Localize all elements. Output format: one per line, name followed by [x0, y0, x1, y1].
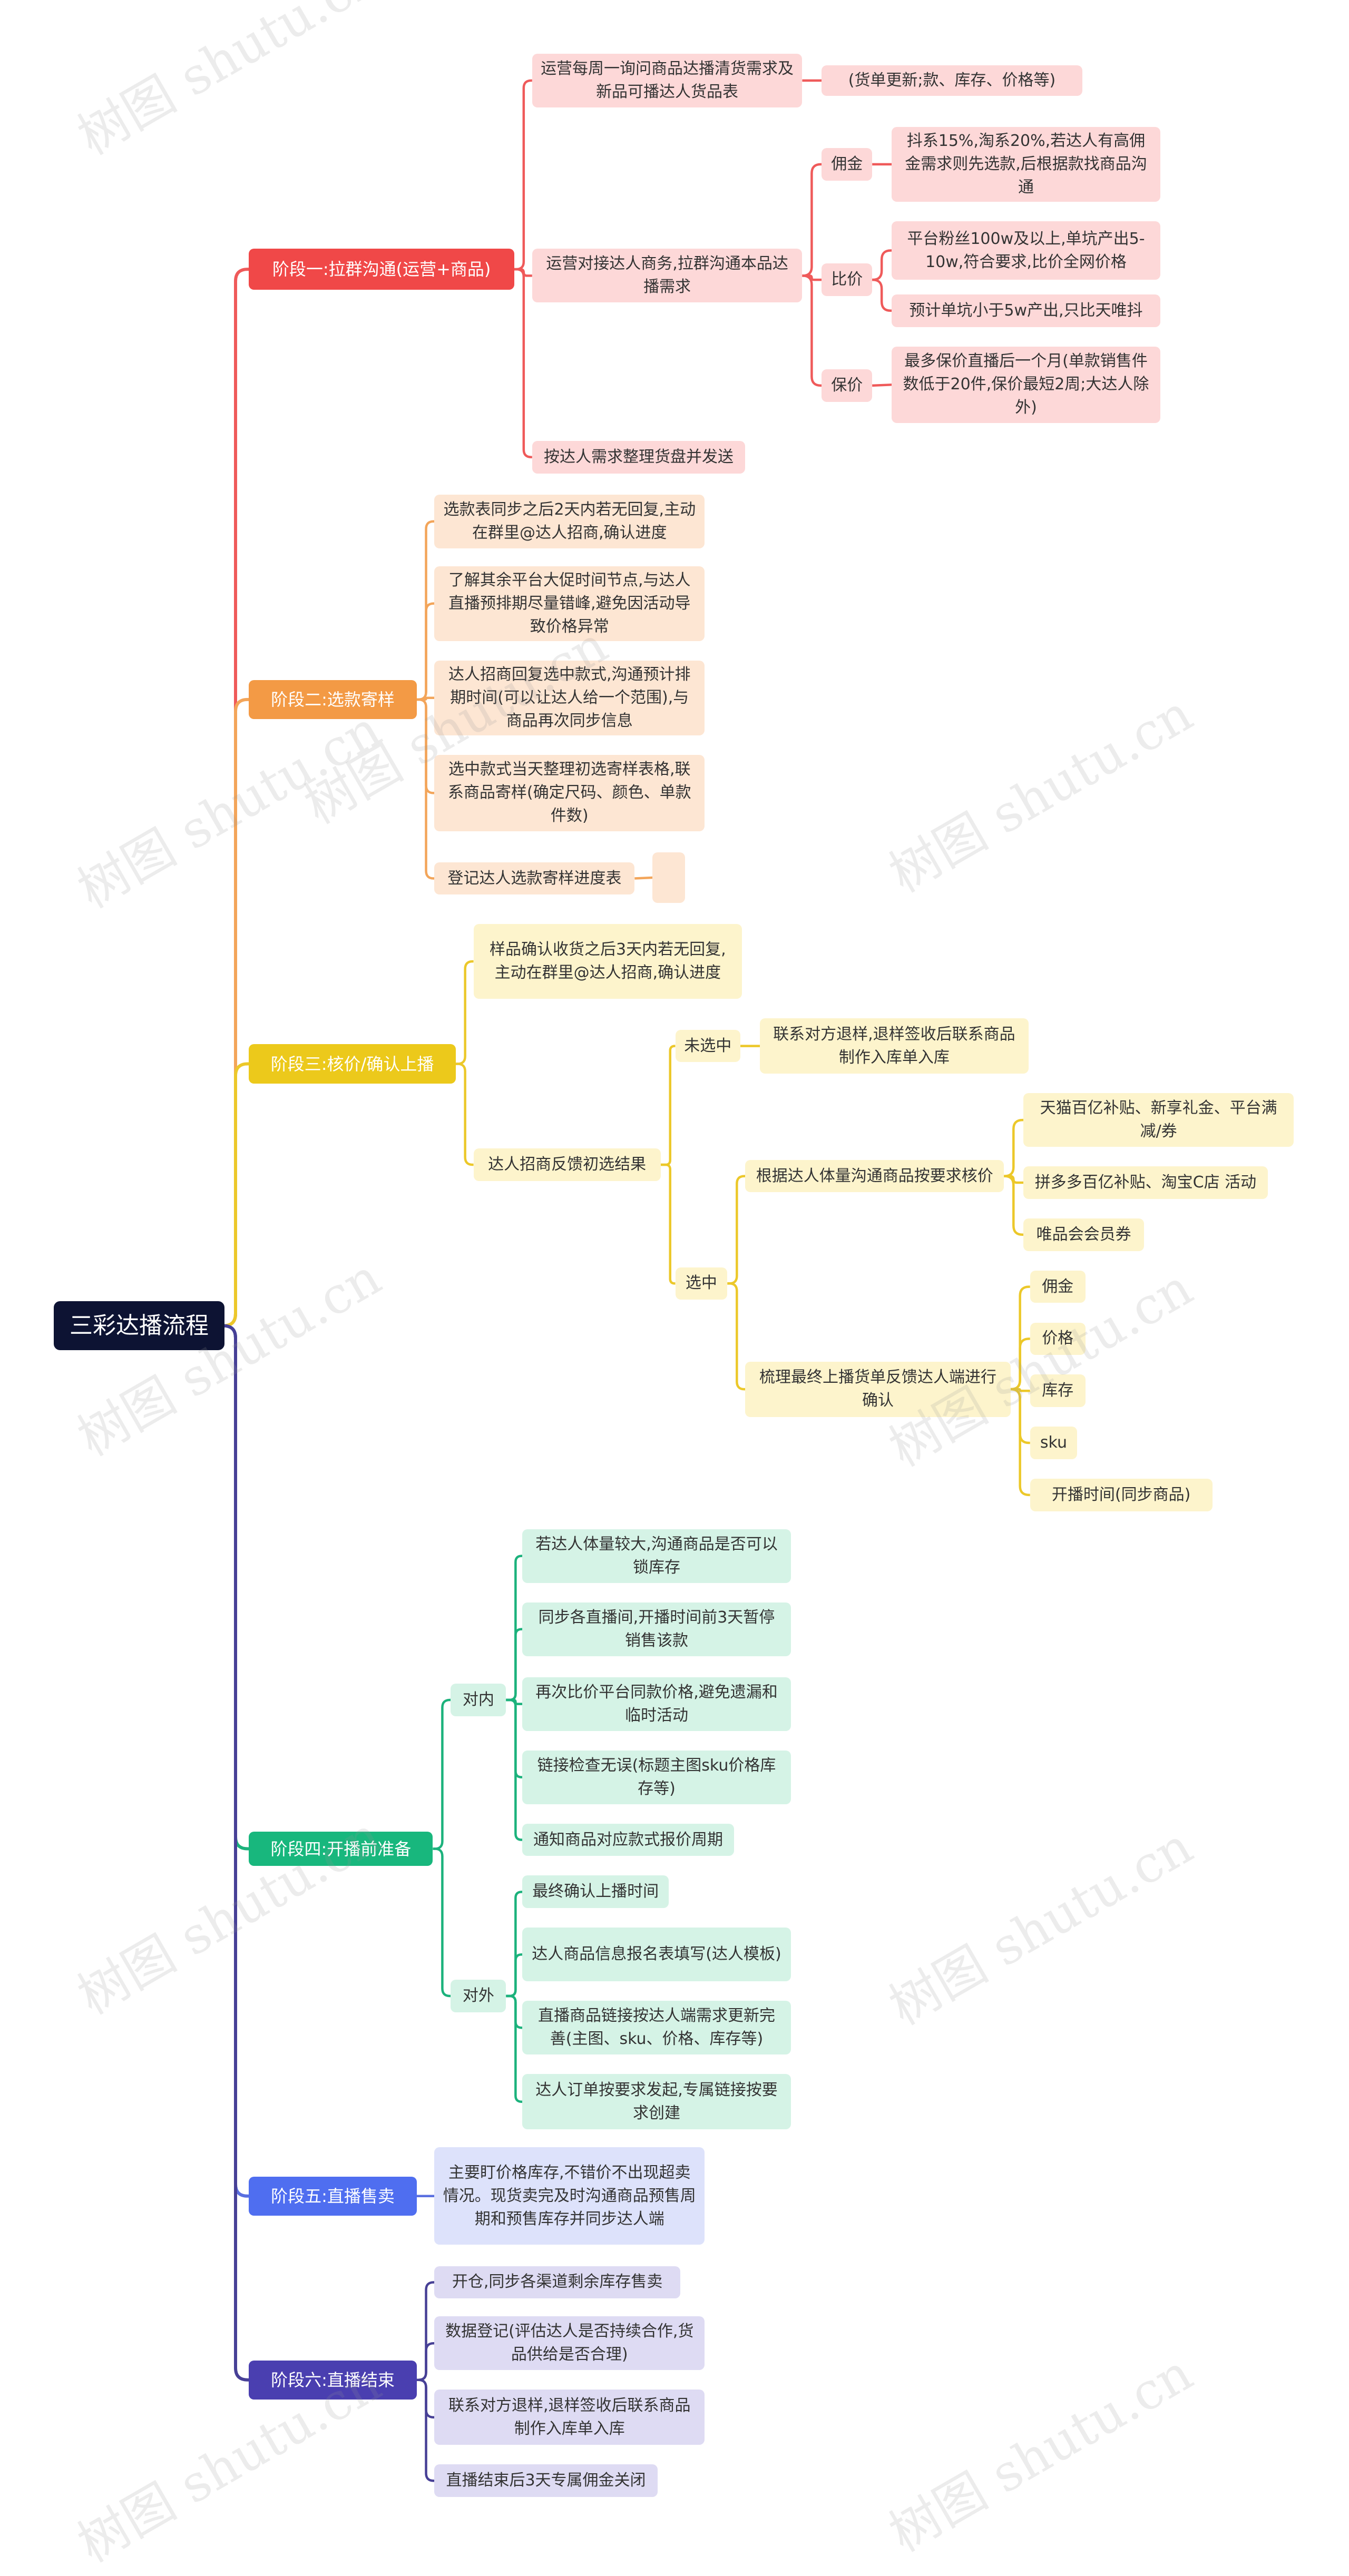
- stage-4-item: 直播商品链接按达人端需求更新完善(主图、sku、价格、库存等): [522, 2001, 791, 2055]
- commission-label: 佣金: [822, 148, 873, 181]
- stage-6-node: 阶段六:直播结束: [249, 2360, 417, 2400]
- connector-s3x2-s3x2b: [1010, 1338, 1030, 1391]
- connector-s4n-s4n2: [506, 1628, 523, 1702]
- connector-s1-s1c: [514, 268, 532, 458]
- stage-4-node: 阶段四:开播前准备: [249, 1832, 433, 1866]
- connector-s3x-s3x1: [727, 1175, 746, 1285]
- connector-s1bj-s1bj1: [872, 249, 892, 281]
- connector-s4o-s4o3: [506, 1994, 523, 2029]
- connector-s2-s2c: [416, 696, 435, 701]
- stage-3-subitem: 根据达人体量沟通商品按要求核价: [745, 1159, 1004, 1193]
- stage-2-subitem: [652, 852, 686, 903]
- connector-s6-s6b: [416, 2342, 435, 2381]
- connector-s1b-s1yj: [802, 163, 822, 277]
- stage-2-item: 登记达人选款寄样进度表: [434, 862, 635, 895]
- stage-1-node: 阶段一:拉群沟通(运营+商品): [249, 249, 514, 290]
- stage-3-detail: 唯品会会员券: [1023, 1218, 1144, 1251]
- stage-6-item: 开仓,同步各渠道剩余库存售卖: [434, 2266, 680, 2299]
- stage-6-item: 直播结束后3天专属佣金关闭: [434, 2464, 658, 2498]
- connector-s3x1-s3x1b: [1004, 1175, 1024, 1184]
- connector-s3-s3b: [455, 1063, 474, 1166]
- stage-2-item: 选款表同步之后2天内若无回复,主动在群里@达人招商,确认进度: [434, 494, 705, 548]
- stage-2-node: 阶段二:选款寄样: [249, 680, 417, 719]
- stage-6-item: 数据登记(评估达人是否持续合作,货品供给是否合理): [434, 2316, 705, 2371]
- stage-5-node: 阶段五:直播售卖: [249, 2176, 417, 2216]
- stage-1-subitem: (货单更新;款、库存、价格等): [822, 65, 1082, 96]
- internal-label: 对内: [451, 1684, 506, 1716]
- connector-s4n-s4n5: [506, 1698, 523, 1841]
- stage-3-item: 样品确认收货之后3天内若无回复,主动在群里@达人招商,确认进度: [473, 923, 742, 999]
- stage-3-node: 阶段三:核价/确认上播: [249, 1044, 456, 1084]
- connector-s4n-s4n1: [506, 1555, 523, 1702]
- stage-4-item: 达人商品信息报名表填写(达人模板): [522, 1928, 791, 1982]
- connector-s3x1-s3x1c: [1004, 1175, 1024, 1236]
- connector-s1bja-s1bja1: [872, 384, 892, 387]
- stage-6-item: 联系对方退样,退样签收后联系商品制作入库单入库: [434, 2390, 705, 2445]
- stage-1-subitem: 预计单坑小于5w产出,只比天唯抖: [892, 294, 1160, 327]
- connector-s3x2-s3x2e: [1010, 1388, 1030, 1497]
- stage-2-item: 达人招商回复选中款式,沟通预计排期时间(可以让达人给一个范围),与商品再次同步信…: [434, 660, 705, 735]
- connector-s4o-s4o1: [506, 1891, 523, 1998]
- stage-3-detail: 佣金: [1030, 1270, 1086, 1303]
- stage-3-detail: 天猫百亿补贴、新享礼金、平台满减/券: [1023, 1093, 1294, 1147]
- connector-s3x2-s3x2c: [1010, 1388, 1030, 1392]
- stage-3-subitem: 联系对方退样,退样签收后联系商品制作入库单入库: [760, 1018, 1029, 1074]
- connector-s4-s4n: [433, 1698, 451, 1850]
- connector-s2-s2e: [416, 698, 435, 880]
- connector-s3x1-s3x1a: [1004, 1118, 1024, 1177]
- stage-2-item: 选中款式当天整理初选寄样表格,联系商品寄样(确定尺码、颜色、单款件数): [434, 754, 705, 831]
- stage-3-subitem: 梳理最终上播货单反馈达人端进行确认: [745, 1361, 1011, 1417]
- connector-root-s3: [223, 1062, 249, 1328]
- external-label: 对外: [451, 1980, 506, 2012]
- stage-4-item: 最终确认上播时间: [522, 1875, 669, 1909]
- connector-s1b-s1bj: [802, 274, 822, 281]
- stage-3-detail: 拼多多百亿补贴、淘宝C店 活动: [1023, 1166, 1268, 1199]
- stage-4-item: 通知商品对应款式报价周期: [522, 1823, 734, 1856]
- selected-label: 选中: [675, 1267, 728, 1300]
- stage-1-item: 运营对接达人商务,拉群沟通本品达播需求: [532, 249, 803, 303]
- connector-s1b-s1bja: [802, 274, 822, 387]
- stage-3-item: 达人招商反馈初选结果: [473, 1148, 661, 1181]
- stage-1-subitem: 平台粉丝100w及以上,单坑产出5-10w,符合要求,比价全网价格: [892, 221, 1160, 280]
- price-protect-label: 保价: [822, 369, 873, 402]
- connector-s2e-s2e1: [634, 876, 653, 880]
- connector-s2-s2b: [416, 602, 435, 701]
- not-selected-label: 未选中: [675, 1029, 741, 1063]
- connector-s3b-s3x: [660, 1163, 676, 1285]
- stage-1-subitem: 最多保价直播后一个月(单款销售件数低于20件,保价最短2周;大达人除外): [892, 346, 1160, 423]
- stage-1-subitem: 抖系15%,淘系20%,若达人有高佣金需求则先选款,后根据款找商品沟通: [892, 126, 1160, 202]
- connector-s4o-s4o4: [506, 1994, 523, 2103]
- connector-s3-s3a: [455, 960, 474, 1065]
- connector-s4n-s4n4: [506, 1698, 523, 1778]
- stage-4-item: 再次比价平台同款价格,避免遗漏和临时活动: [522, 1677, 791, 1731]
- stage-1-item: 按达人需求整理货盘并发送: [532, 440, 746, 474]
- connector-s1-s1a: [514, 79, 532, 271]
- connector-s3x-s3x2: [727, 1282, 746, 1391]
- stage-3-detail: 价格: [1030, 1322, 1086, 1355]
- connector-s6-s6d: [416, 2378, 435, 2482]
- connector-s1bj-s1bj2: [872, 278, 892, 312]
- stage-3-detail: 库存: [1030, 1374, 1086, 1408]
- connector-s4-s4o: [433, 1847, 451, 1998]
- connector-s4o-s4o2: [506, 1953, 523, 1998]
- stage-4-item: 若达人体量较大,沟通商品是否可以锁库存: [522, 1529, 791, 1583]
- connector-root-s6: [223, 1324, 249, 2382]
- stage-1-item: 运营每周一询问商品达播清货需求及新品可播达人货品表: [532, 53, 803, 107]
- connector-s3b-s3w: [660, 1045, 676, 1166]
- stage-3-detail: sku: [1030, 1427, 1078, 1459]
- stage-2-item: 了解其余平台大促时间节点,与达人直播预排期尽量错峰,避免因活动导致价格异常: [434, 566, 705, 641]
- stage-5-item: 主要盯价格库存,不错价不出现超卖情况。现货卖完及时沟通商品预售周期和预售库存并同…: [434, 2147, 705, 2245]
- price-compare-label: 比价: [822, 263, 873, 296]
- stage-4-item: 同步各直播间,开播时间前3天暂停销售该款: [522, 1602, 791, 1656]
- stage-4-item: 链接检查无误(标题主图sku价格库存等): [522, 1750, 791, 1804]
- stage-3-detail: 开播时间(同步商品): [1030, 1478, 1213, 1511]
- root-topic: 三彩达播流程: [53, 1301, 225, 1351]
- stage-4-item: 达人订单按要求发起,专属链接按要求创建: [522, 2074, 791, 2130]
